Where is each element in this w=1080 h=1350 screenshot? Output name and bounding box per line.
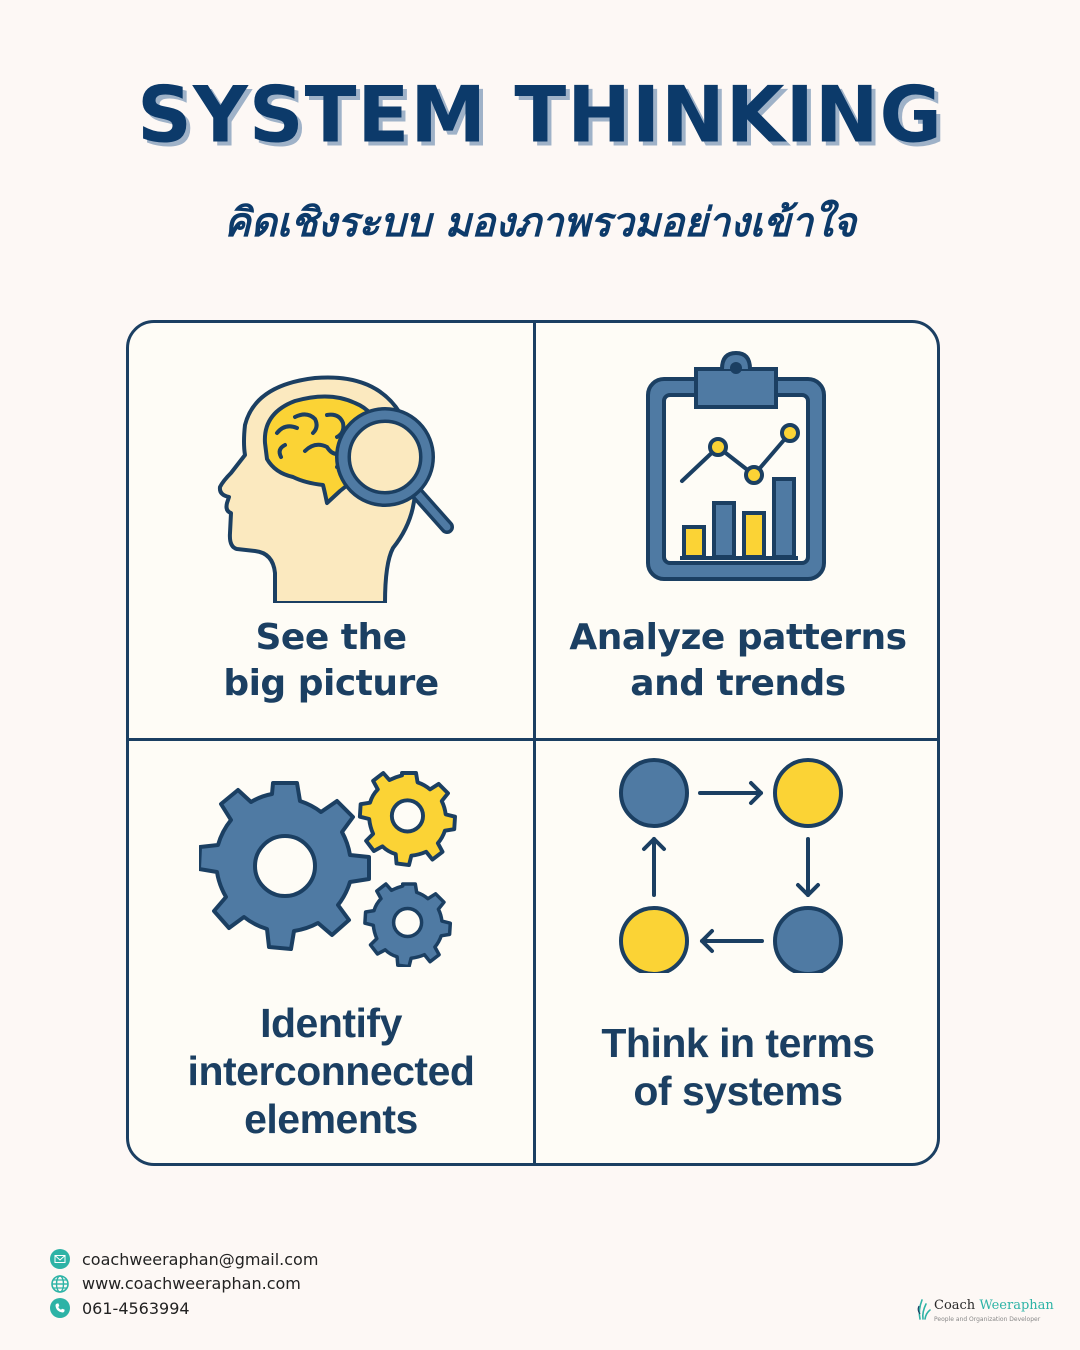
clipboard-chart-icon bbox=[646, 350, 826, 581]
contact-email[interactable]: coachweeraphan@gmail.com bbox=[50, 1247, 318, 1272]
label-line: elements bbox=[244, 1096, 418, 1142]
grid-divider-vertical bbox=[533, 323, 536, 1163]
contact-phone[interactable]: 061-4563994 bbox=[50, 1296, 318, 1321]
card-big-picture: See the big picture bbox=[129, 323, 533, 738]
label-line: of systems bbox=[633, 1068, 843, 1114]
concept-grid: See the big picture Analyze patt bbox=[126, 320, 940, 1166]
brand-tagline: People and Organization Developer bbox=[934, 1316, 1041, 1323]
website-text: www.coachweeraphan.com bbox=[82, 1274, 301, 1294]
card-label-big-picture: See the big picture bbox=[129, 615, 533, 707]
phone-icon bbox=[50, 1298, 70, 1319]
label-line: Analyze patterns bbox=[569, 617, 907, 658]
brand-name: Coach Weeraphan bbox=[934, 1298, 1054, 1313]
leaf-logo-icon bbox=[917, 1299, 931, 1320]
label-line: See the bbox=[255, 617, 407, 658]
card-patterns: Analyze patterns and trends bbox=[536, 323, 937, 738]
email-icon bbox=[50, 1249, 70, 1270]
label-line: Think in terms bbox=[601, 1020, 875, 1066]
brand-name-part2: Weeraphan bbox=[979, 1298, 1054, 1313]
label-line: big picture bbox=[223, 663, 439, 704]
card-interconnected: Identify interconnected elements bbox=[129, 741, 533, 1163]
contact-footer: coachweeraphan@gmail.com www.coachweerap… bbox=[50, 1247, 318, 1321]
card-systems: Think in terms of systems bbox=[536, 741, 937, 1163]
label-line: and trends bbox=[630, 663, 846, 704]
cycle-loop-icon bbox=[619, 758, 843, 973]
gears-icon bbox=[199, 771, 457, 967]
grid-divider-horizontal bbox=[129, 738, 937, 741]
label-line: interconnected bbox=[187, 1048, 475, 1094]
phone-text: 061-4563994 bbox=[82, 1298, 190, 1318]
globe-icon bbox=[50, 1274, 70, 1294]
contact-website[interactable]: www.coachweeraphan.com bbox=[50, 1272, 318, 1297]
card-label-patterns: Analyze patterns and trends bbox=[536, 615, 937, 707]
card-label-systems: Think in terms of systems bbox=[536, 1019, 937, 1115]
head-brain-magnifier-icon bbox=[217, 375, 454, 603]
label-line: Identify bbox=[260, 1000, 402, 1046]
page-subtitle: คิดเชิงระบบ มองภาพรวมอย่างเข้าใจ bbox=[223, 200, 857, 246]
brand-name-part1: Coach bbox=[934, 1298, 980, 1313]
page-title: SYSTEM THINKING bbox=[137, 69, 943, 160]
email-text: coachweeraphan@gmail.com bbox=[82, 1249, 319, 1269]
card-label-interconnected: Identify interconnected elements bbox=[129, 999, 533, 1143]
